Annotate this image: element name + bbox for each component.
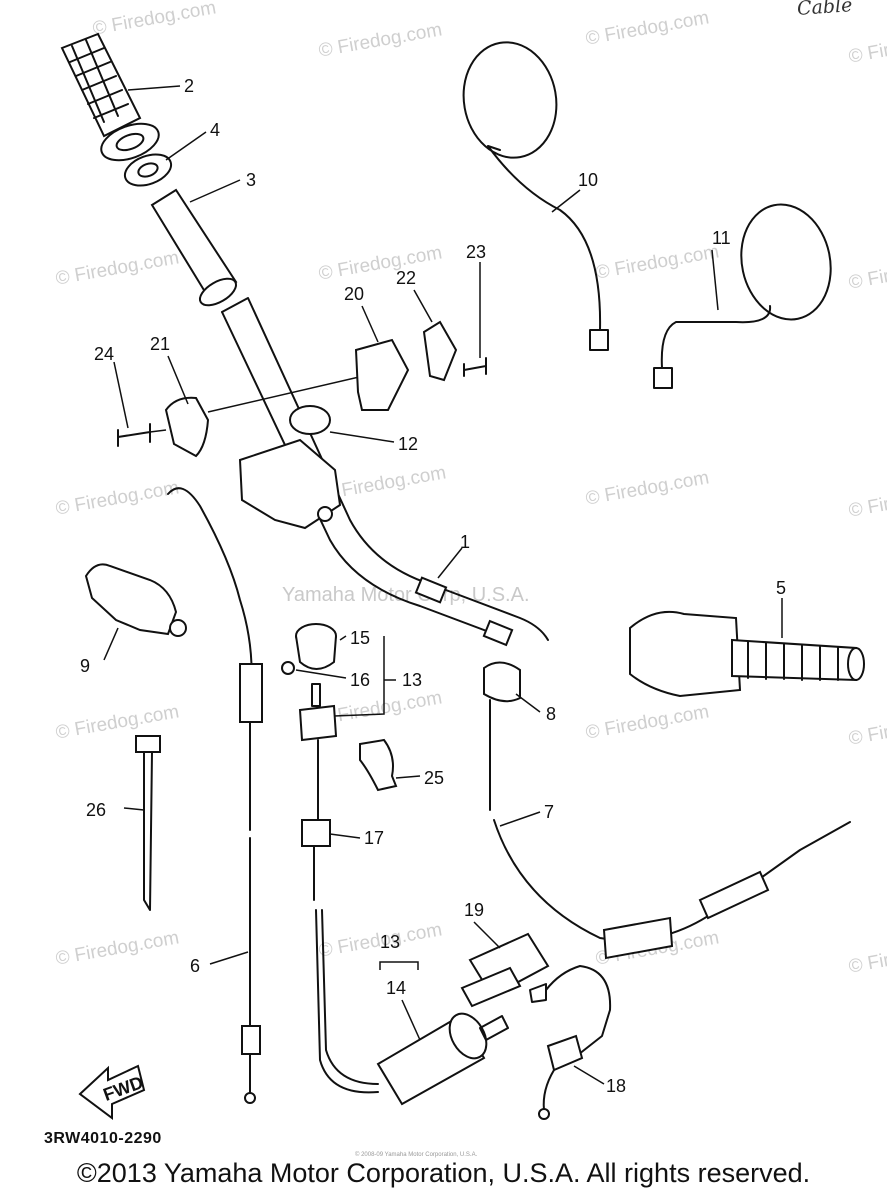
- callout-19: 19: [464, 900, 484, 920]
- callout-4: 4: [210, 120, 220, 140]
- cable-tie: [135, 735, 161, 911]
- handlebar: [221, 297, 549, 647]
- callout-2: 2: [184, 76, 194, 96]
- choke-unit: [376, 1012, 509, 1106]
- callout-23: 23: [466, 242, 486, 262]
- callout-3: 3: [246, 170, 256, 190]
- watermark-center: Yamaha Motor Corp, U.S.A.: [282, 584, 530, 606]
- callout-10: 10: [578, 170, 598, 190]
- callout-9: 9: [80, 656, 90, 676]
- throttle-housing: [629, 610, 865, 698]
- callout-5: 5: [776, 578, 786, 598]
- callout-13-upper: 13: [402, 670, 422, 690]
- clutch-lever: [84, 563, 187, 637]
- callout-11: 11: [712, 228, 731, 248]
- callout-14: 14: [386, 978, 406, 998]
- choke-cable: [315, 909, 379, 1094]
- leader-lines: [103, 85, 783, 1085]
- micro-copyright: © 2008-09 Yamaha Motor Corporation, U.S.…: [355, 1152, 478, 1158]
- copyright-footer: ©2013 Yamaha Motor Corporation, U.S.A. A…: [76, 1158, 811, 1188]
- clamp: [354, 320, 487, 411]
- callout-13-lower: 13: [380, 932, 400, 952]
- callout-12: 12: [398, 434, 418, 454]
- callout-26: 26: [86, 800, 106, 820]
- callout-6: 6: [190, 956, 200, 976]
- callout-20: 20: [344, 284, 364, 304]
- callout-8: 8: [546, 704, 556, 724]
- drawing-code: 3RW4010-2290: [44, 1130, 162, 1147]
- mirror-left: [462, 41, 609, 351]
- callout-1: 1: [460, 532, 470, 552]
- callout-21: 21: [150, 334, 170, 354]
- switch: [460, 932, 550, 1008]
- callout-18: 18: [606, 1076, 626, 1096]
- clutch-cable: [167, 487, 263, 1104]
- washer: [123, 153, 173, 187]
- lead: [529, 965, 612, 1120]
- mirror-right: [653, 203, 832, 389]
- throttle-sleeve: [150, 188, 238, 307]
- callout-16: 16: [350, 670, 370, 690]
- callout-7: 7: [544, 802, 554, 822]
- callout-22: 22: [396, 268, 416, 288]
- callout-17: 17: [364, 828, 384, 848]
- clip: [359, 738, 398, 792]
- callout-15: 15: [350, 628, 370, 648]
- lever-holder: [117, 373, 373, 458]
- left-grip: [60, 32, 160, 162]
- callout-24: 24: [94, 344, 114, 364]
- left-switch-housing: [238, 405, 342, 530]
- choke-assembly: [281, 623, 338, 901]
- callouts: 2 4 3 1 5 6 7 8 9 10 11 12 13 13 14 15 1…: [80, 76, 786, 1096]
- callout-25: 25: [424, 768, 444, 788]
- throttle-cable: [483, 661, 851, 960]
- fwd-arrow: FWD: [78, 1064, 146, 1120]
